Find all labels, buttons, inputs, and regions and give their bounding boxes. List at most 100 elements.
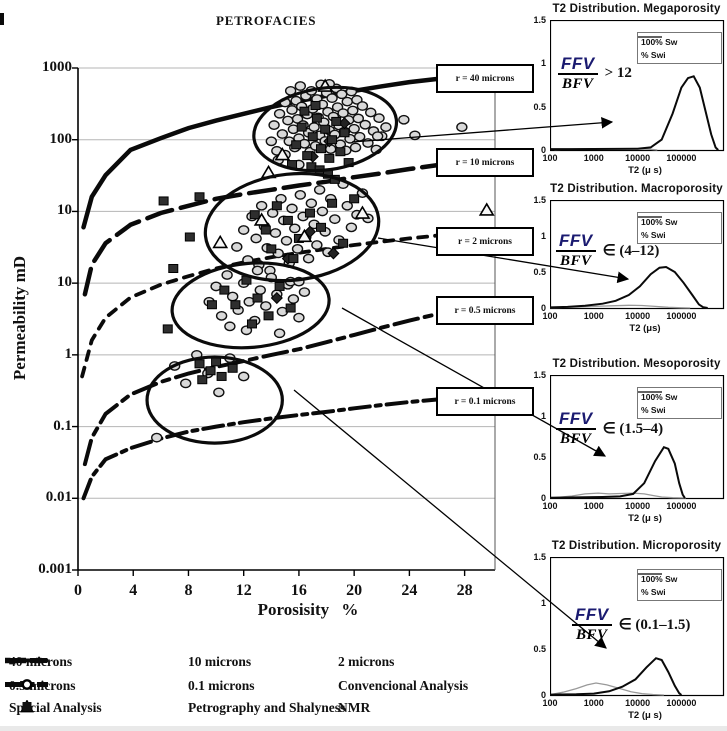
point-circle [398,114,410,125]
curve-40-microns [81,76,438,230]
curve-0-1-microns [81,397,442,501]
y-tick-label: 10 [57,274,72,291]
point-square [260,225,271,235]
y-tick-label: 1.5 [533,552,546,562]
point-circle [349,142,362,153]
legend-item: % Swi [638,216,717,241]
t2-microporosity-title: T2 Distribution. Microporosity [551,540,722,552]
y-tick-label: 10 [57,202,72,219]
x-tick-label: 4 [129,582,138,599]
point-circle [287,294,300,304]
point-circle [255,200,268,211]
ffv-range-text: ∈ (4–12) [602,243,660,259]
point-circle [273,108,286,119]
legend-item-label: Convencional Analysis [338,678,469,693]
legend-item-label: 0.1 microns [188,678,255,693]
point-square [194,359,205,369]
x-tick-label: 1000 [583,311,604,321]
series-sw [550,657,683,696]
legend-item-label: Petrography and Shalyness [188,700,346,715]
point-square [230,300,241,310]
point-circle [282,115,294,126]
r-label-box: r = 10 microns [436,148,534,177]
point-square [307,132,318,142]
point-circle [237,371,250,382]
y-tick-label: 1 [540,598,546,608]
point-circle [294,81,307,91]
r-label-box: r = 40 microns [436,64,534,93]
x-tick-label: 20 [346,582,363,599]
legend-item-Petrography-and-Shalyness: Petrography and Shalyness [22,700,345,716]
point-square [197,375,208,385]
x-tick-label: 100 [542,311,558,321]
y-tick-label: 0 [540,145,546,155]
r-label-box: r = 0.5 microns [436,296,534,325]
ffv-numerator: FFV [558,55,598,75]
x-tick-label: 100 [542,698,558,708]
legend-label: % Swi [641,404,666,415]
point-square [324,153,335,163]
point-circle [371,131,384,142]
legend-label: 100% Sw [641,391,678,402]
y-tick-label: 0.001 [38,561,72,577]
point-circle [308,122,320,132]
curve-0-5-microns [82,312,439,467]
point-square [288,254,299,264]
y-tick-label: 0.01 [45,489,72,506]
point-square [205,366,216,376]
plot-legend: 100% Sw % Swi [637,569,722,601]
x-tick-label: 10000 [625,501,651,511]
x-tick-label: 1000 [583,501,604,511]
legend-item-NMR: NMR [22,700,593,716]
plot-legend: 100% Sw% Swi [637,212,722,244]
x-tick-label: 100000 [666,311,697,321]
ffv-range-text: ∈ (0.1–1.5) [618,617,691,633]
swi-line-sample [638,36,662,38]
point-square [316,144,327,154]
y-tick-label: 1.5 [533,370,546,380]
x-tick-label: 1000 [583,153,604,163]
series-swi [552,682,664,696]
point-square [296,122,307,132]
legend-label: % Swi [641,586,666,597]
y-tick-label: 0.5 [533,267,546,277]
point-square [339,128,350,138]
x-tick-label: 10000 [625,311,651,321]
point-circle [326,93,338,104]
main-x-axis-label: Porosisity % [257,600,359,619]
point-square [316,222,327,232]
point-square [282,215,293,225]
point-circle [380,122,392,132]
point-square [211,357,222,367]
point-circle [291,244,304,254]
t2-mesoporosity-title: T2 Distribution. Mesoporosity [552,358,721,370]
y-tick-label: 0.5 [533,101,546,112]
ffv-numerator: FFV [556,232,596,252]
point-square [327,198,338,208]
y-tick-label: 1.5 [533,195,546,205]
petrofacies-ellipse [252,85,399,173]
legend-item-10-microns: 10 microns [5,654,333,670]
y-tick-label: 1 [540,231,546,241]
point-square [227,363,238,373]
point-circle [359,119,371,130]
x-tick-label: 10000 [625,698,651,708]
point-circle [409,130,421,141]
t2-macroporosity-x-axis-label: T2 (μs) [629,323,661,334]
y-tick-label: 1 [64,345,73,362]
scan-artifact-line [0,726,727,731]
point-triangle [296,228,313,243]
legend-label: 100% Sw [641,573,678,584]
point-circle [151,432,163,443]
line-dots-legend-marker [5,657,48,664]
square-legend-marker [22,702,32,711]
point-circle [311,240,323,250]
point-circle [341,200,353,211]
point-square [311,113,322,123]
point-square [252,293,263,303]
